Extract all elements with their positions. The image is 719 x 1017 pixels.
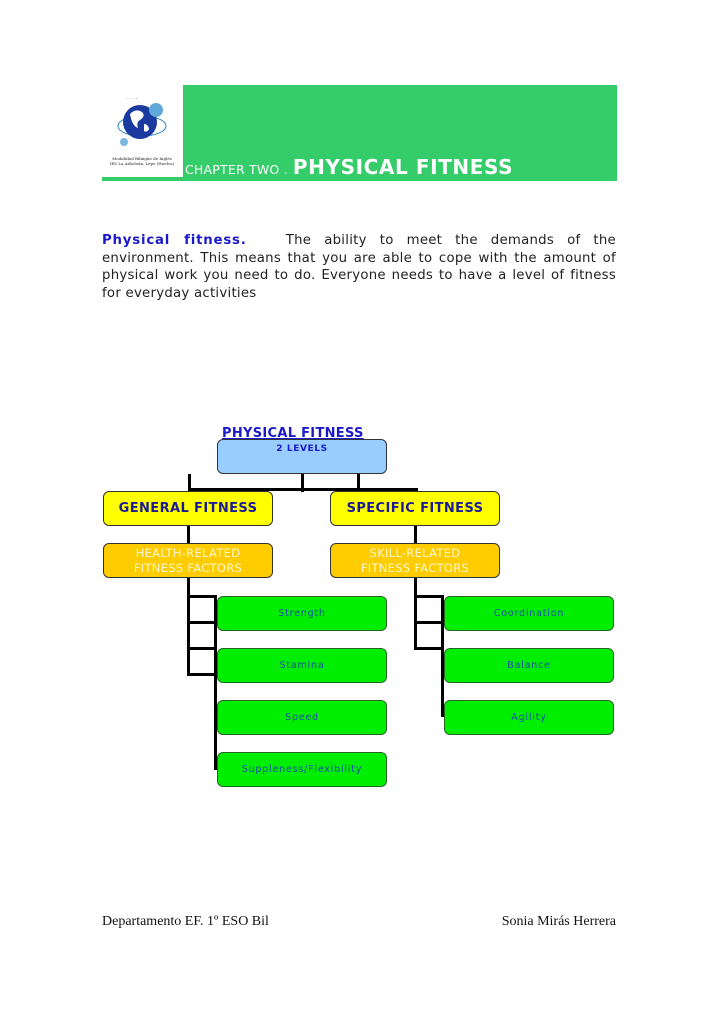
leaf-label: Strength <box>278 608 326 619</box>
logo-line-1: Modalidad Bilingüe de Inglés <box>112 156 172 161</box>
skill-related-label: SKILL-RELATED FITNESS FACTORS <box>360 545 470 575</box>
leaf-agility: Agility <box>444 700 614 735</box>
general-fitness-label: GENERAL FITNESS <box>118 501 258 516</box>
leaf-label: Stamina <box>279 660 325 671</box>
leaf-label: Balance <box>507 660 551 671</box>
specific-fitness-label: SPECIFIC FITNESS <box>346 501 484 516</box>
leaf-label: Suppleness/Flexibility <box>241 764 363 775</box>
leaf-strength: Strength <box>217 596 387 631</box>
footer-author: Sonia Mirás Herrera <box>501 914 616 929</box>
connector <box>187 621 217 624</box>
header-band <box>183 85 617 181</box>
connector <box>188 488 418 491</box>
connector <box>187 578 190 675</box>
definition-paragraph: Physical fitness. The ability to meet th… <box>102 232 616 302</box>
school-logo: · · · · Modalidad Bilingüe de Inglés IES… <box>102 86 182 177</box>
leaf-suppleness: Suppleness/Flexibility <box>217 752 387 787</box>
leaf-stamina: Stamina <box>217 648 387 683</box>
health-related-label: HEALTH-RELATED FITNESS FACTORS <box>133 545 243 575</box>
definition-term: Physical fitness. <box>102 233 247 248</box>
root-subtitle: 2 LEVELS <box>276 444 328 454</box>
connector <box>414 526 417 544</box>
specific-fitness-node: SPECIFIC FITNESS <box>330 491 500 526</box>
connector <box>301 474 304 492</box>
connector <box>441 595 444 717</box>
connector <box>187 673 217 676</box>
connector <box>188 474 191 492</box>
connector <box>414 647 444 650</box>
definition-text: The ability to meet the demands of the e… <box>102 233 616 301</box>
connector <box>414 578 417 648</box>
leaf-label: Speed <box>285 712 319 723</box>
header-underline <box>102 177 617 181</box>
connector <box>187 595 217 598</box>
root-node: 2 LEVELS <box>217 439 387 474</box>
chapter-prefix: CHAPTER TWO . <box>185 162 288 177</box>
leaf-speed: Speed <box>217 700 387 735</box>
connector <box>414 595 444 598</box>
health-related-node: HEALTH-RELATED FITNESS FACTORS <box>103 543 273 578</box>
footer-department: Departamento EF. 1º ESO Bil <box>102 914 269 929</box>
leaf-label: Coordination <box>493 608 565 619</box>
general-fitness-node: GENERAL FITNESS <box>103 491 273 526</box>
chapter-heading: CHAPTER TWO . PHYSICAL FITNESS <box>185 155 513 179</box>
connector <box>187 647 217 650</box>
connector <box>214 595 217 770</box>
connector <box>357 474 360 492</box>
chapter-title: PHYSICAL FITNESS <box>292 155 514 179</box>
logo-line-2: IES La Arboleda, Lepe (Huelva) <box>109 161 175 166</box>
diagram-title: PHYSICAL FITNESS <box>222 426 364 441</box>
leaf-label: Agility <box>511 712 547 723</box>
globe-icon: · · · · <box>117 96 167 146</box>
connector <box>414 488 417 493</box>
leaf-balance: Balance <box>444 648 614 683</box>
skill-related-node: SKILL-RELATED FITNESS FACTORS <box>330 543 500 578</box>
svg-text:· · · ·: · · · · <box>126 96 138 102</box>
connector <box>187 526 190 544</box>
leaf-coordination: Coordination <box>444 596 614 631</box>
connector <box>414 621 444 624</box>
